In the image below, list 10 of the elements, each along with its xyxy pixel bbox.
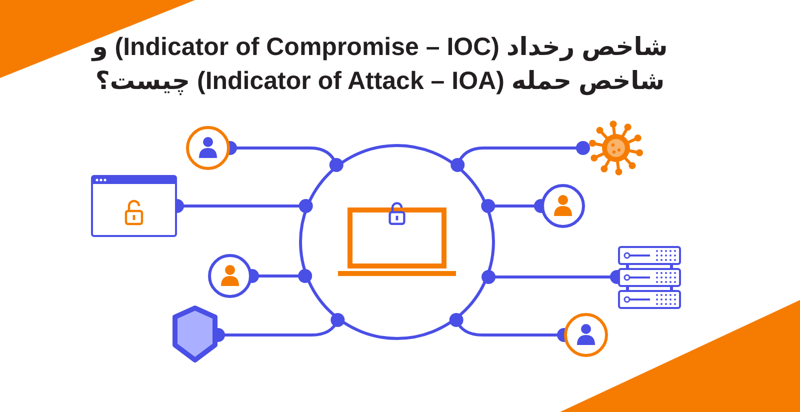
connector-line bbox=[450, 141, 590, 172]
user-icon bbox=[564, 313, 608, 357]
server-icon bbox=[617, 245, 682, 311]
network-circle bbox=[299, 144, 495, 340]
browser-window-icon bbox=[91, 175, 177, 237]
user-icon bbox=[186, 126, 230, 170]
user-icon bbox=[541, 184, 585, 228]
title: شاخص رخداد (Indicator of Compromise – IOC) و شاخص حمله (Indicator of Attack – IOA) چیست؟ bbox=[90, 32, 669, 98]
shield-icon bbox=[172, 305, 218, 363]
user-icon bbox=[208, 254, 252, 298]
